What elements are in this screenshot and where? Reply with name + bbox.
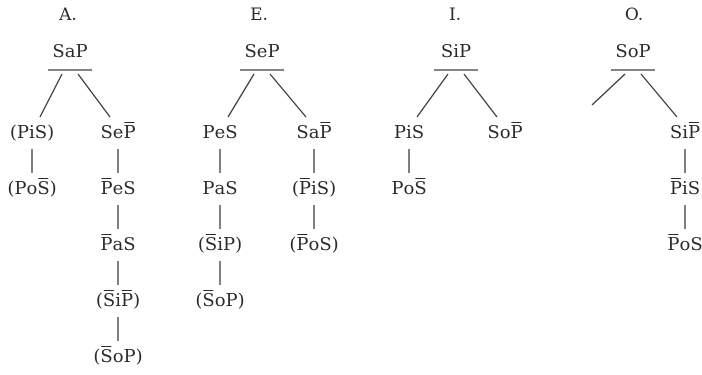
formula-i-right-0: SoP — [487, 122, 523, 143]
formula-e-left-3: (SoP) — [195, 290, 245, 311]
branch-line-left-o — [591, 73, 626, 106]
formula-a-right-1: PeS — [100, 178, 136, 199]
formula-e-left-2: (SiP) — [197, 234, 243, 255]
formula-o-right-0: SiP — [669, 122, 701, 143]
tree-label-a: A. — [59, 5, 77, 25]
branch-line-right-i — [463, 73, 498, 118]
formula-a-left-1: (PoS) — [7, 178, 57, 199]
tree-label-i: I. — [448, 5, 462, 25]
formula-i-left-0: PiS — [393, 122, 425, 143]
root-formula-o: SoP — [615, 41, 651, 62]
formula-a-left-0: (PiS) — [9, 122, 55, 143]
formula-e-right-0: SaP — [296, 122, 332, 143]
branch-line-right-e — [269, 73, 307, 118]
formula-e-right-1: (PiS) — [291, 178, 337, 199]
branch-line-right-o — [640, 73, 678, 118]
root-formula-e: SeP — [244, 41, 280, 62]
root-formula-i: SiP — [440, 41, 472, 62]
formula-a-right-4: (SoP) — [93, 346, 143, 367]
formula-e-left-1: PaS — [202, 178, 238, 199]
branch-line-right-a — [77, 73, 111, 118]
formula-o-right-2: PoS — [667, 234, 702, 255]
formula-o-right-1: PiS — [669, 178, 701, 199]
formula-a-right-0: SeP — [100, 122, 136, 143]
branch-line-left-e — [227, 73, 255, 118]
branch-line-left-a — [39, 73, 63, 118]
branch-line-left-i — [416, 73, 449, 118]
formula-a-right-3: (SiP) — [95, 290, 141, 311]
formula-i-left-1: PoS — [391, 178, 427, 199]
tree-label-o: O. — [624, 5, 644, 25]
tree-label-e: E. — [250, 5, 268, 25]
formula-e-right-2: (PoS) — [289, 234, 339, 255]
root-formula-a: SaP — [52, 41, 88, 62]
formula-a-right-2: PaS — [100, 234, 136, 255]
formula-e-left-0: PeS — [202, 122, 238, 143]
